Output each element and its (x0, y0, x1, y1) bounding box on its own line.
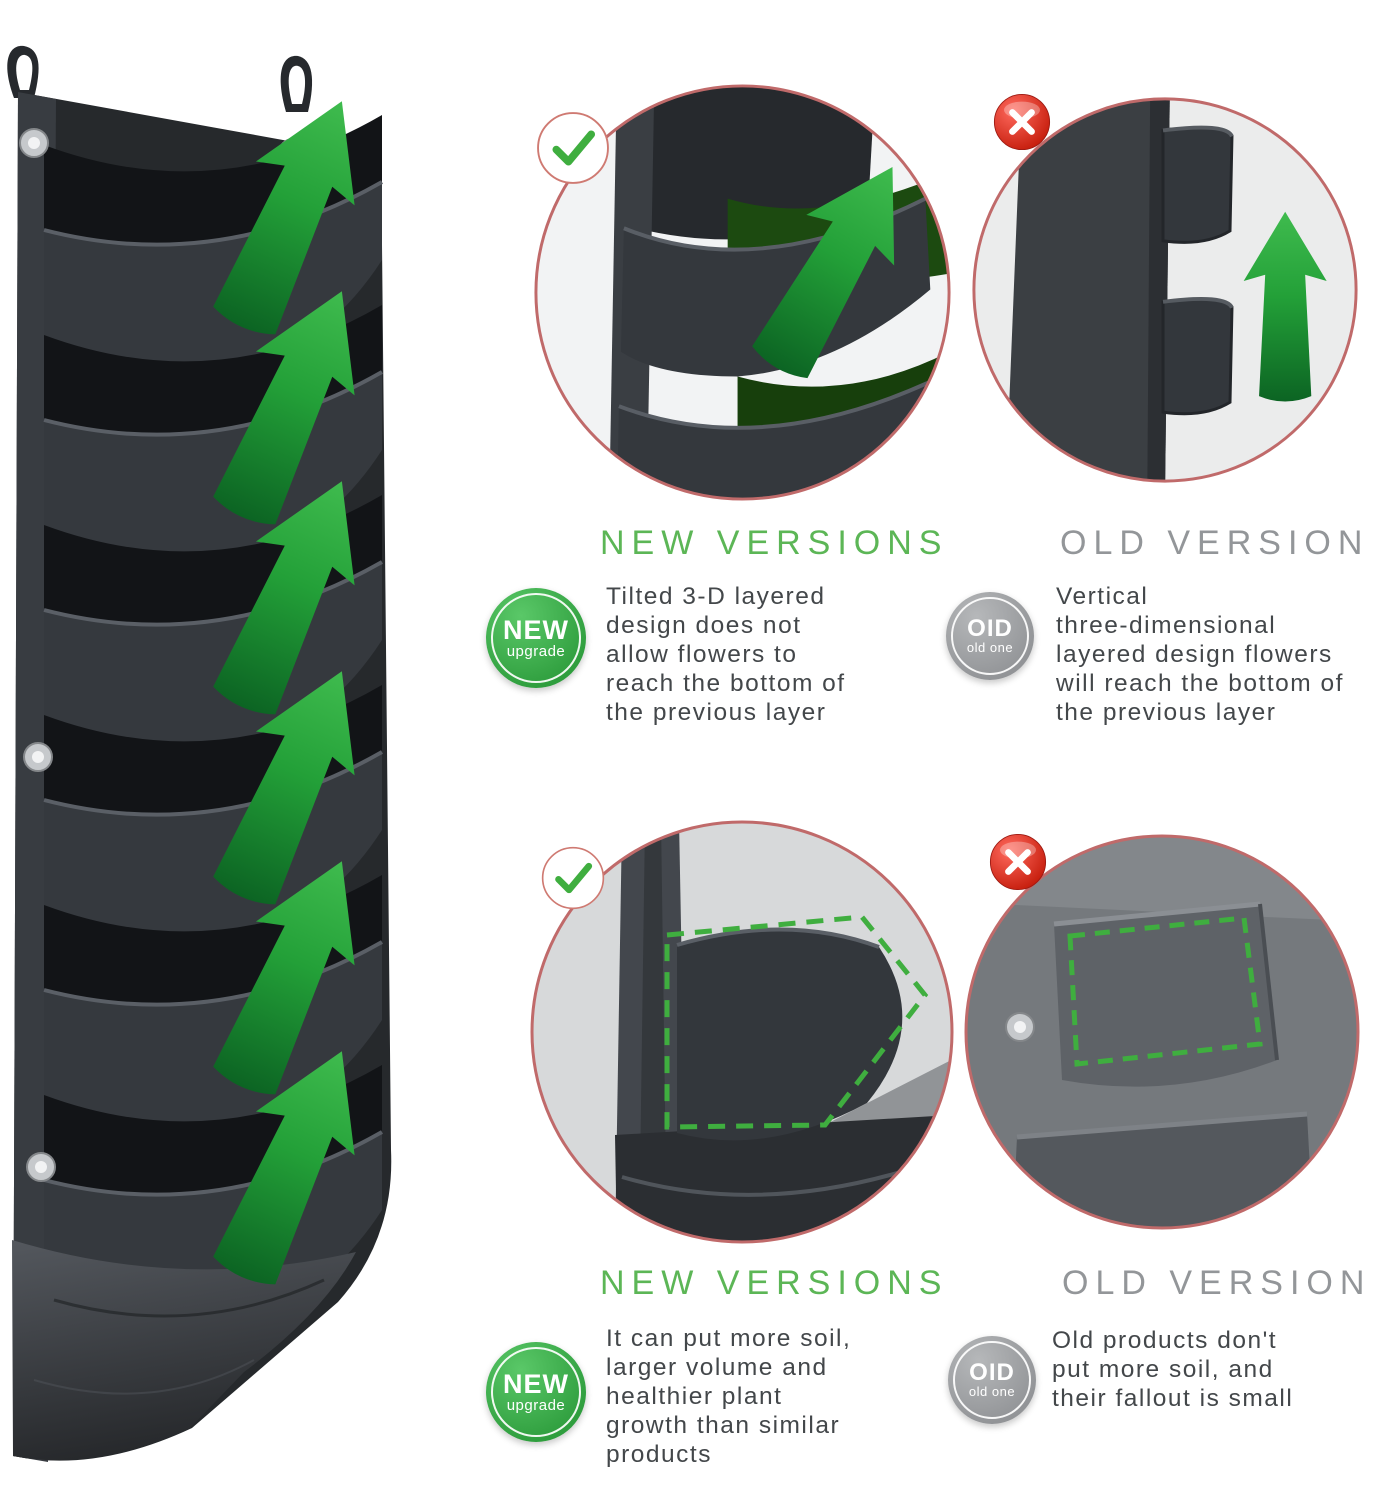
planter-bottom-fold (12, 1240, 356, 1461)
callout-circle-old-top (968, 93, 1362, 487)
old-one-badge: OID old one (948, 1336, 1036, 1424)
heading-new-versions-2: NEW VERSIONS (600, 1264, 949, 1302)
callout-circle-old-bottom (962, 832, 1362, 1232)
badge-ring (953, 1341, 1031, 1419)
new-description-2: It can put more soil, larger volume and … (606, 1325, 852, 1468)
check-icon (535, 110, 611, 186)
hanging-loop-icon (7, 45, 313, 112)
callout-ring (972, 97, 1358, 483)
callout-ring (534, 84, 951, 501)
badge-ring (491, 1347, 581, 1437)
callout-circle-new-bottom (527, 817, 957, 1247)
volume-outline-dashed (1067, 915, 1263, 1067)
old-one-badge: OID old one (946, 592, 1034, 680)
cross-icon (992, 92, 1052, 152)
new-upgrade-badge: NEW upgrade (486, 1342, 586, 1442)
new-upgrade-badge: NEW upgrade (486, 588, 586, 688)
check-icon (540, 845, 606, 911)
old-description-1: Vertical three-dimensional layered desig… (1056, 583, 1344, 726)
product-photo-planter (0, 0, 424, 1500)
new-description-1: Tilted 3-D layered design does not allow… (606, 583, 846, 726)
grommet-icon (1005, 1012, 1035, 1042)
badge-ring (951, 597, 1029, 675)
old-description-2: Old products don't put more soil, and th… (1052, 1327, 1294, 1412)
volume-outline-dashed (664, 914, 929, 1130)
planter-illustration (7, 45, 392, 1462)
heading-new-versions-1: NEW VERSIONS (600, 524, 949, 562)
heading-old-version-1: OLD VERSION (1060, 524, 1370, 562)
callout-ring (964, 834, 1360, 1230)
heading-old-version-2: OLD VERSION (1062, 1264, 1372, 1302)
badge-ring (491, 593, 581, 683)
callout-ring (530, 820, 954, 1244)
cross-icon (988, 832, 1048, 892)
